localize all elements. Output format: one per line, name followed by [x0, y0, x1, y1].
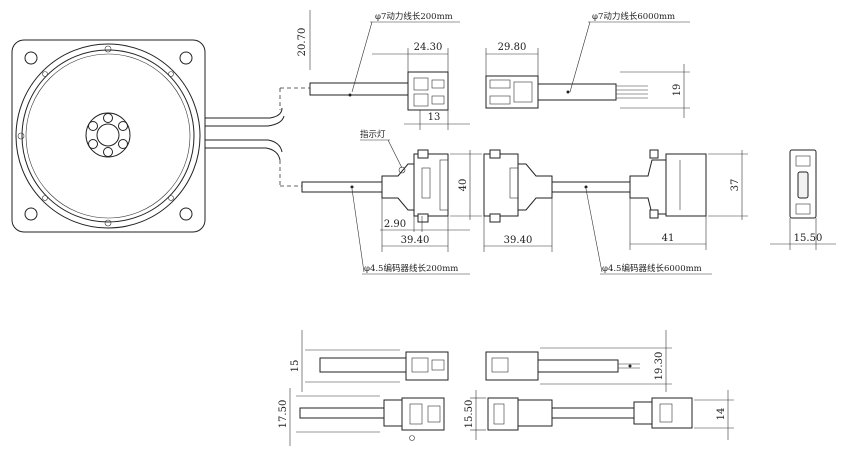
hub-hole-4: [103, 147, 113, 157]
encoder-driver-plug-shell: [665, 153, 707, 217]
label-power-cable-6000: φ7动力线长6000mm: [592, 11, 675, 22]
side-power-plug: [405, 351, 449, 381]
motor-inner-ring: [21, 49, 195, 223]
side-encoder-cable-right: [551, 407, 635, 419]
dim-2-90: 2.90: [384, 219, 406, 230]
dim-24-30: 24.30: [414, 42, 443, 53]
side-view-encoder: 17.50 15.50 14: [278, 388, 734, 446]
dim-39-40-left: 39.40: [401, 235, 430, 246]
dim-17-50: 17.50: [278, 400, 289, 429]
indicator-lamp: [398, 166, 406, 174]
label-encoder-cable-200: φ4.5编码器线长200mm: [364, 263, 458, 274]
dim-37: 37: [730, 179, 741, 192]
ring-hole-d: [168, 195, 174, 201]
mount-hole-bl: [24, 207, 38, 221]
mount-hole-tl: [24, 51, 38, 65]
dim-15-50-bottom: 15.50: [464, 400, 475, 429]
dim-14: 14: [716, 408, 727, 421]
hub-hole-5: [88, 139, 98, 149]
motor-flange: [11, 39, 206, 233]
hub-hole-1: [103, 113, 113, 123]
hub: [85, 112, 131, 158]
side-encoder-driver-boot: [633, 401, 653, 425]
ring-hole-c: [42, 195, 48, 201]
encoder-cable-right: [551, 181, 631, 193]
side-encoder-cable-left: [299, 407, 385, 419]
dim-15-50-top: 15.50: [794, 233, 823, 244]
hub-hole-2: [118, 121, 128, 131]
ring-hole-bottom: [104, 219, 112, 227]
encoder-cable-left: [301, 181, 383, 193]
ring-hole-left: [17, 132, 25, 140]
hub-hole-6: [88, 121, 98, 131]
label-power-cable-200: φ7动力线长200mm: [375, 11, 453, 22]
encoder-plug-left-boot: [381, 163, 415, 211]
power-cable-assembly: 20.70 φ7动力线长200mm φ7动力线长6000mm 24.30 29.…: [297, 10, 690, 130]
power-cable-left: [309, 82, 409, 96]
encoder-driver-plug-boot: [629, 159, 667, 215]
ring-hole-top: [104, 45, 112, 53]
encoder-socket-right-boot: [517, 163, 553, 211]
dim-39-40-right: 39.40: [504, 235, 533, 246]
dim-19-30: 19.30: [654, 352, 665, 381]
power-cable-left-dot: [348, 93, 352, 97]
label-encoder-cable-6000: φ4.5编码器线长6000mm: [602, 263, 702, 274]
dim-29-80: 29.80: [498, 42, 527, 53]
cable-lower-a: [205, 139, 283, 153]
encoder-socket-right-shell: [483, 153, 519, 217]
label-indicator: 指示灯: [360, 129, 386, 140]
side-view-power: 15 19.30: [290, 330, 672, 392]
dim-13: 13: [428, 112, 441, 123]
dim-40: 40: [458, 179, 469, 192]
hub-center: [96, 123, 120, 147]
motor-front-view: [11, 39, 310, 233]
dim-15: 15: [290, 360, 301, 373]
ring-hole-b: [168, 71, 174, 77]
mount-hole-br: [179, 207, 193, 221]
dim-20-70: 20.70: [297, 28, 308, 57]
side-encoder-plug-shell: [401, 397, 445, 431]
power-connector-female: [485, 75, 539, 109]
side-power-socket: [485, 351, 539, 381]
motor-face: [25, 53, 191, 219]
ring-hole-a: [42, 71, 48, 77]
motor-outer-ring: [15, 43, 201, 229]
side-power-cable-left: [319, 357, 407, 373]
hub-hole-3: [118, 139, 128, 149]
power-cable-right: [537, 83, 617, 101]
cable-upper-a: [205, 107, 283, 119]
dim-41: 41: [662, 233, 675, 244]
cable-upper-b: [205, 115, 285, 127]
dim-19: 19: [672, 84, 683, 97]
encoder-plug-left-shell: [413, 153, 449, 217]
side-encoder-socket-shell: [487, 397, 519, 431]
mount-hole-tr: [179, 51, 193, 65]
cable-lower-b: [205, 147, 281, 161]
side-encoder-socket-boot: [517, 399, 553, 427]
power-wires: [616, 85, 648, 99]
encoder-cable-assembly: 指示灯 40 37 2.90 39.40 39.40 41 15: [301, 129, 836, 275]
side-power-cable-right: [538, 359, 619, 373]
side-encoder-plug-boot: [383, 399, 403, 427]
